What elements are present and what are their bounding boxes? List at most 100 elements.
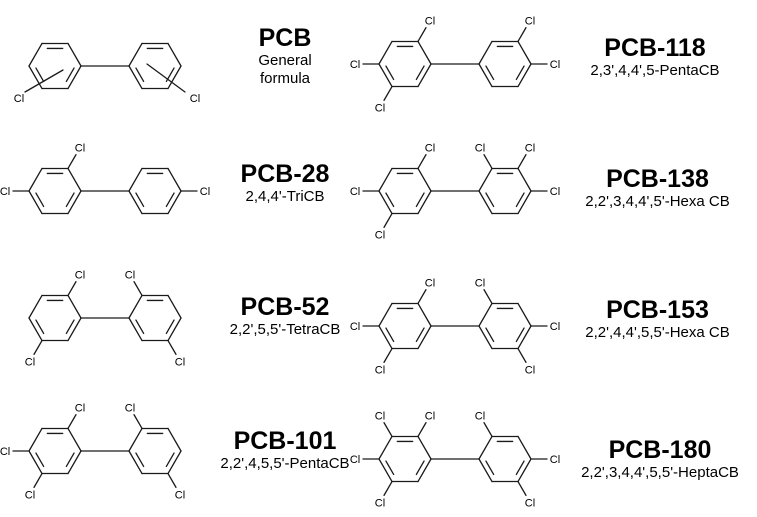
compound-label-pcb: PCB General formula bbox=[210, 24, 360, 88]
ring-bond bbox=[417, 167, 432, 192]
chlorine-atom-label: Cl bbox=[25, 489, 35, 501]
chlorine-atom-label: Cl bbox=[0, 186, 10, 198]
ring-double-bond bbox=[165, 452, 175, 468]
chlorine-atom-label: Cl bbox=[550, 454, 560, 466]
ring-bond bbox=[167, 42, 182, 67]
chlorine-atom-label: Cl bbox=[375, 364, 385, 376]
compound-name: 2,4,4'-TriCB bbox=[245, 188, 325, 205]
chlorine-atom-label: Cl bbox=[350, 321, 360, 333]
ring-double-bond bbox=[385, 192, 395, 208]
ring-double-bond bbox=[135, 452, 145, 468]
chlorine-atom-label: Cl bbox=[475, 278, 485, 290]
compound-label-pcb-118: PCB-118 2,3',4,4',5-PentaCB bbox=[570, 34, 740, 80]
ring-bond bbox=[28, 167, 43, 192]
ring-bond bbox=[128, 42, 143, 67]
ring-bond bbox=[417, 190, 432, 215]
compound-label-pcb-101: PCB-101 2,2',4,5,5'-PentaCB bbox=[195, 427, 375, 473]
ring-double-bond bbox=[515, 192, 525, 208]
compound-code: PCB bbox=[258, 24, 312, 52]
compound-label-pcb-28: PCB-28 2,4,4'-TriCB bbox=[210, 160, 360, 206]
ring-bond bbox=[167, 294, 182, 319]
cl-bond bbox=[146, 63, 186, 93]
ring-bond bbox=[28, 42, 43, 67]
ring-bond bbox=[67, 190, 82, 215]
ring-bond bbox=[167, 190, 182, 215]
ring-double-bond bbox=[35, 452, 45, 468]
ring-bond bbox=[478, 167, 493, 192]
ring-bond bbox=[67, 450, 82, 475]
ring-double-bond bbox=[385, 327, 395, 343]
cl-bond bbox=[383, 347, 393, 364]
ring-double-bond bbox=[165, 192, 175, 208]
cl-bond bbox=[33, 339, 43, 356]
chlorine-atom-label: Cl bbox=[190, 93, 200, 105]
ring-bond bbox=[378, 190, 393, 215]
ring-bond bbox=[128, 427, 143, 452]
compound-code: PCB-101 bbox=[233, 427, 337, 455]
ring-bond bbox=[67, 167, 82, 192]
cl-bond bbox=[133, 280, 143, 297]
cl-bond bbox=[67, 280, 77, 297]
cl-bond bbox=[417, 153, 427, 170]
ring-bond bbox=[67, 427, 82, 452]
ring-double-bond bbox=[35, 192, 45, 208]
compound-code: PCB-118 bbox=[604, 34, 706, 62]
cl-bond bbox=[383, 421, 393, 438]
chlorine-atom-label: Cl bbox=[550, 59, 560, 71]
ring-double-bond bbox=[135, 67, 145, 83]
ring-bond bbox=[517, 190, 532, 215]
ring-bond bbox=[378, 302, 393, 327]
compound-code: PCB-52 bbox=[240, 293, 330, 321]
compound-name: 2,2',4,4',5,5'-Hexa CB bbox=[585, 324, 730, 341]
ring-bond bbox=[478, 40, 493, 65]
ring-bond bbox=[478, 63, 493, 88]
ring-bond bbox=[167, 167, 182, 192]
chlorine-atom-label: Cl bbox=[125, 403, 135, 415]
compound-label-pcb-153: PCB-153 2,2',4,4',5,5'-Hexa CB bbox=[570, 296, 745, 342]
ring-bond bbox=[67, 294, 82, 319]
ring-bond bbox=[417, 40, 432, 65]
ring-double-bond bbox=[515, 460, 525, 476]
cl-bond bbox=[383, 85, 393, 102]
ring-bond bbox=[517, 302, 532, 327]
chlorine-atom-label: Cl bbox=[475, 411, 485, 423]
ring-bond bbox=[417, 325, 432, 350]
ring-double-bond bbox=[385, 65, 395, 81]
ring-double-bond bbox=[165, 319, 175, 335]
ring-bond bbox=[517, 458, 532, 483]
ring-bond bbox=[378, 458, 393, 483]
cl-bond bbox=[167, 339, 177, 356]
ring-bond bbox=[378, 40, 393, 65]
chlorine-atom-label: Cl bbox=[350, 59, 360, 71]
ring-bond bbox=[478, 325, 493, 350]
compound-name: 2,2',5,5'-TetraCB bbox=[229, 321, 341, 338]
ring-double-bond bbox=[515, 65, 525, 81]
chlorine-atom-label: Cl bbox=[75, 270, 85, 282]
ring-bond bbox=[417, 458, 432, 483]
ring-double-bond bbox=[65, 192, 75, 208]
ring-double-bond bbox=[35, 67, 45, 83]
ring-bond bbox=[128, 190, 143, 215]
ring-bond bbox=[167, 65, 182, 90]
cl-bond bbox=[517, 153, 527, 170]
compound-label-pcb-52: PCB-52 2,2',5,5'-TetraCB bbox=[205, 293, 365, 339]
cl-bond bbox=[417, 421, 427, 438]
ring-bond bbox=[67, 317, 82, 342]
compound-code: PCB-28 bbox=[240, 160, 330, 188]
ring-double-bond bbox=[415, 65, 425, 81]
ring-bond bbox=[478, 302, 493, 327]
cl-bond bbox=[33, 472, 43, 489]
cl-bond bbox=[517, 480, 527, 497]
chlorine-atom-label: Cl bbox=[350, 454, 360, 466]
chlorine-atom-label: Cl bbox=[125, 270, 135, 282]
chlorine-atom-label: Cl bbox=[525, 16, 535, 28]
ring-double-bond bbox=[35, 319, 45, 335]
ring-double-bond bbox=[65, 319, 75, 335]
